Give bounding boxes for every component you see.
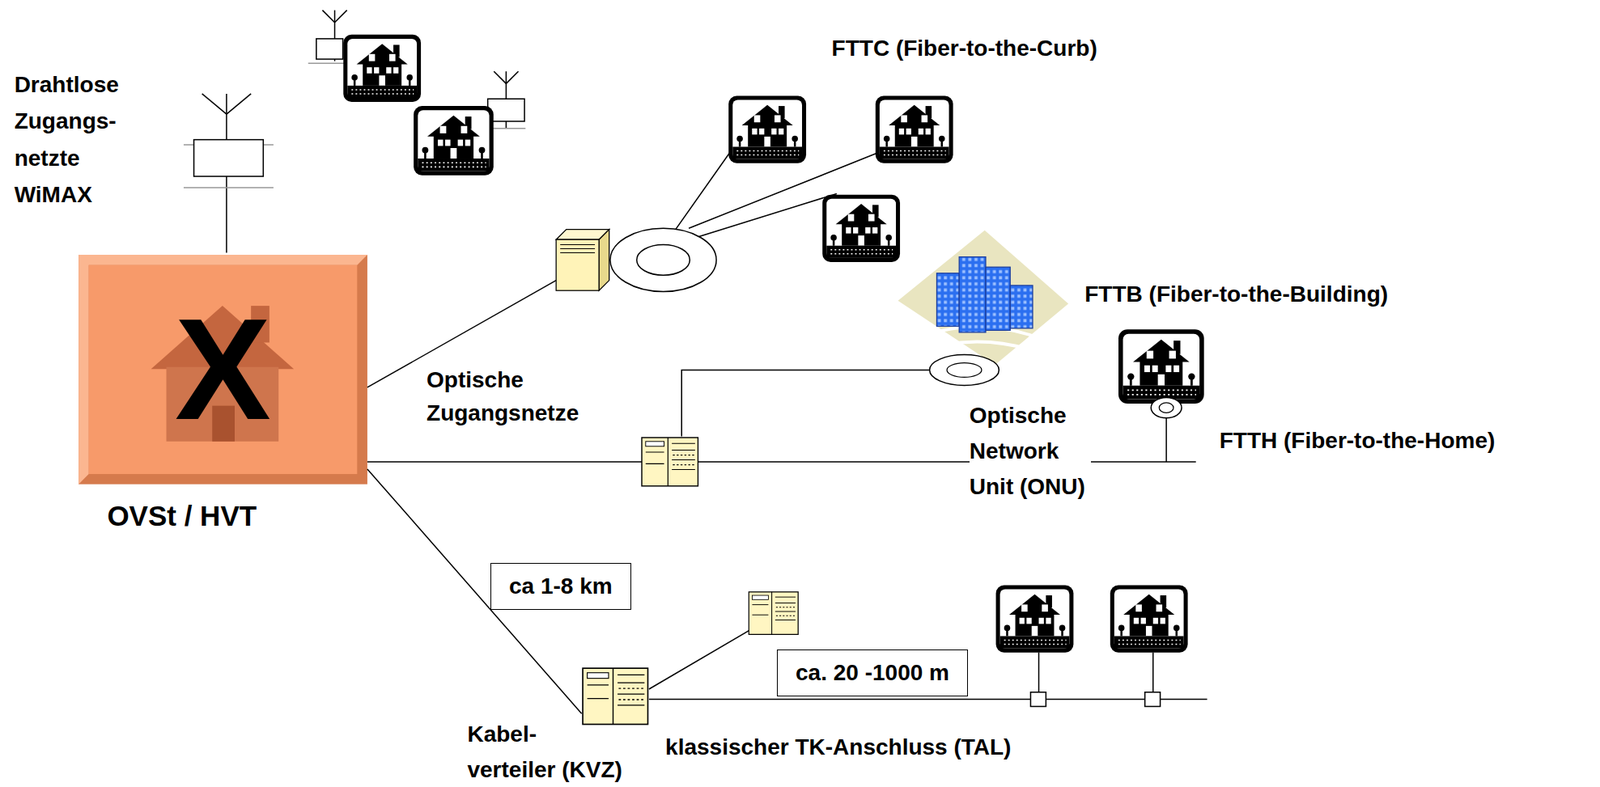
cable-cabinet: Kabel- verteiler (KVZ) — [581, 661, 650, 733]
wireless-label: Drahtlose Zugangs- netzte WiMAX — [14, 66, 119, 214]
central-office: XOVSt / HVT — [78, 254, 368, 485]
office-label: OVSt / HVT — [106, 500, 257, 533]
hub-bevel — [78, 254, 368, 485]
onu-ring — [929, 355, 1000, 387]
tap-box — [1145, 692, 1161, 708]
fttc-lines — [367, 152, 878, 388]
ftth-label: FTTH (Fiber-to-the-Home) — [1219, 427, 1496, 455]
optical-label: Optische Zugangsnetze — [426, 363, 579, 431]
office-mark: X — [174, 297, 272, 442]
onu-label: Optische Network Unit (ONU) — [969, 398, 1091, 506]
wimax-antenna — [183, 93, 274, 254]
cabinet-label: Kabel- verteiler (KVZ) — [466, 717, 627, 787]
distance-box: ca 1-8 km — [490, 563, 632, 611]
fttc-label: FTTC (Fiber-to-the-Curb) — [831, 34, 1098, 63]
splitter-ring — [610, 228, 717, 292]
distance-label: ca. 20 -1000 m — [795, 660, 950, 687]
fttc-server — [555, 229, 610, 292]
tal-label: klassischer TK-Anschluss (TAL) — [665, 734, 1011, 762]
distance-label: ca 1-8 km — [509, 573, 613, 600]
ftth-ring — [1150, 398, 1182, 419]
fttb-label: FTTB (Fiber-to-the-Building) — [1084, 280, 1388, 309]
office-building — [898, 230, 1070, 365]
hub-face — [89, 265, 358, 475]
tap-box — [1030, 692, 1046, 708]
distance-box: ca. 20 -1000 m — [776, 649, 968, 697]
